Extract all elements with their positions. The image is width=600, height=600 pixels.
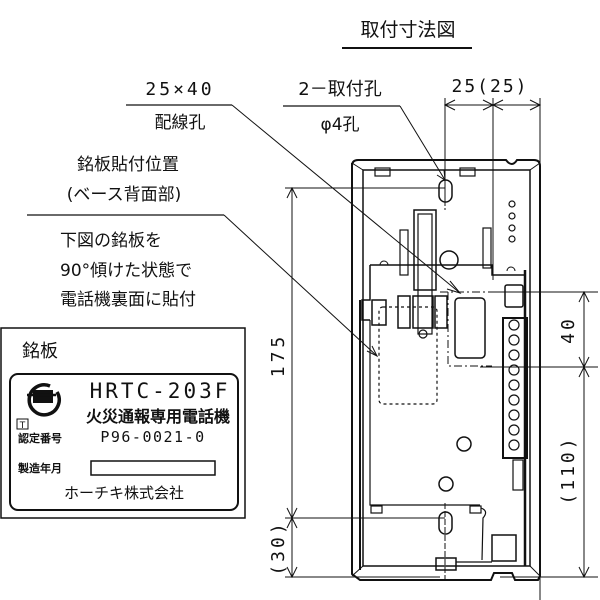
mount-hole-diameter: φ4孔 — [320, 115, 359, 135]
left-lower-dimension: (30) — [268, 520, 289, 575]
top-width-label: 25(25) — [451, 76, 528, 97]
wiring-hole-arrowhead — [446, 280, 462, 294]
nameplate-inner-frame — [9, 373, 239, 511]
inner-housing — [362, 169, 531, 567]
drawing-title: 取付寸法図 — [360, 19, 455, 41]
wiring-hole-leader — [231, 104, 461, 294]
phone-base-drawing — [351, 159, 541, 581]
nameplate-frame — [0, 327, 246, 519]
nameplate-note-line-3: 電話機裏面に貼付 — [60, 289, 196, 310]
model-number: HRTC-203F — [90, 379, 231, 403]
right-dimensions: 40 (110) — [480, 290, 598, 579]
mount-hole-leader — [399, 105, 446, 181]
wiring-hole-callout: 25×40 配線孔 — [126, 79, 462, 294]
maker-name: ホーチキ株式会社 — [64, 484, 184, 502]
nameplate-position-title: 銘板貼付位置 — [77, 155, 179, 175]
wiring-hole-size: 25×40 — [145, 79, 214, 100]
product-name: 火災通報専用電話機 — [86, 407, 230, 426]
nameplate-leader — [223, 214, 378, 357]
manufacture-label: 製造年月 — [17, 461, 62, 475]
cert-mark: T — [19, 421, 26, 431]
nameplate: 銘板 T HRTC-203F 火災通報専用電話機 認定番号 P96-0021-0… — [0, 327, 246, 519]
certification-logo-icon — [27, 383, 61, 417]
cert-mark-box — [16, 418, 29, 430]
mount-hole-callout: 2－取付孔 φ4孔 — [283, 79, 446, 181]
nameplate-heading: 銘板 — [22, 341, 58, 362]
wiring-hole-label: 配線孔 — [155, 113, 206, 133]
manufacture-date-box — [90, 460, 216, 476]
cert-label: 認定番号 — [18, 431, 62, 445]
nameplate-note-line-2: 90°傾けた状態で — [60, 261, 192, 281]
nameplate-note-line-1: 下図の銘板を — [60, 231, 162, 251]
cert-number: P96-0021-0 — [100, 428, 205, 446]
outer-housing — [351, 159, 541, 581]
terminal-block — [502, 317, 528, 459]
left-main-dimension: 175 — [268, 333, 289, 378]
nameplate-area — [378, 306, 438, 405]
right-upper-dimension: 40 — [558, 316, 579, 344]
right-lower-dimension: (110) — [558, 435, 579, 504]
left-dimensions: 175 (30) — [268, 186, 445, 579]
nameplate-position-callout: 銘板貼付位置 (ベース背面部) 下図の銘板を 90°傾けた状態で 電話機裏面に貼… — [27, 155, 379, 358]
mount-hole-count: 2－取付孔 — [298, 79, 381, 100]
nameplate-position-subtitle: (ベース背面部) — [67, 185, 181, 205]
